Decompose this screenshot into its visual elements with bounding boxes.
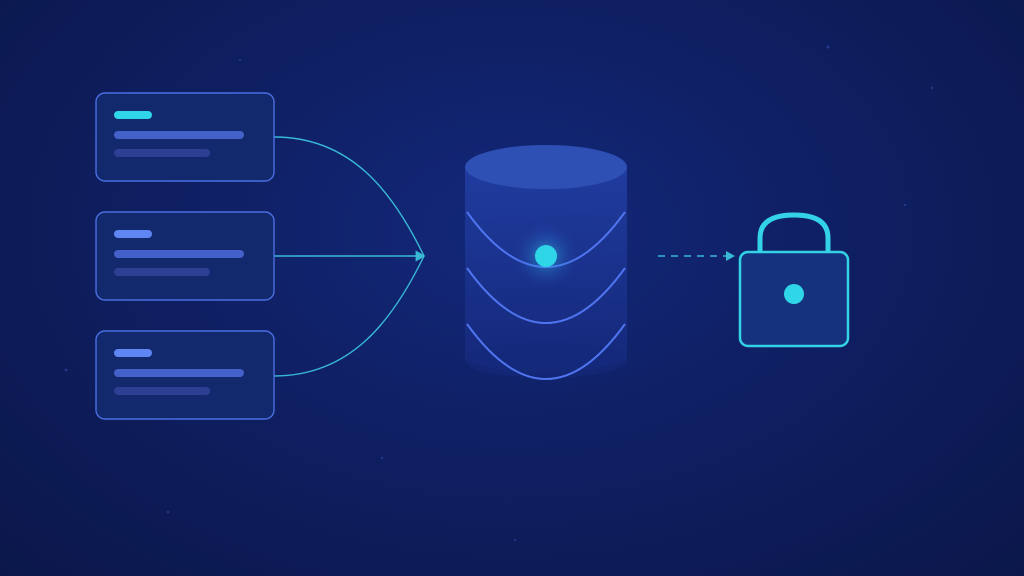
hub-to-lock-connector	[658, 251, 735, 261]
connector-source-3	[273, 255, 425, 377]
source-card-2	[95, 211, 275, 301]
source-card-3	[95, 330, 275, 420]
lock-icon	[738, 212, 850, 348]
background-particles	[64, 45, 934, 542]
database-core-dot	[535, 245, 557, 267]
database-icon	[465, 145, 627, 380]
connector-source-1	[273, 136, 425, 257]
source-connectors	[273, 136, 426, 377]
source-card-1	[95, 92, 275, 182]
lock-keyhole-dot	[784, 284, 804, 304]
